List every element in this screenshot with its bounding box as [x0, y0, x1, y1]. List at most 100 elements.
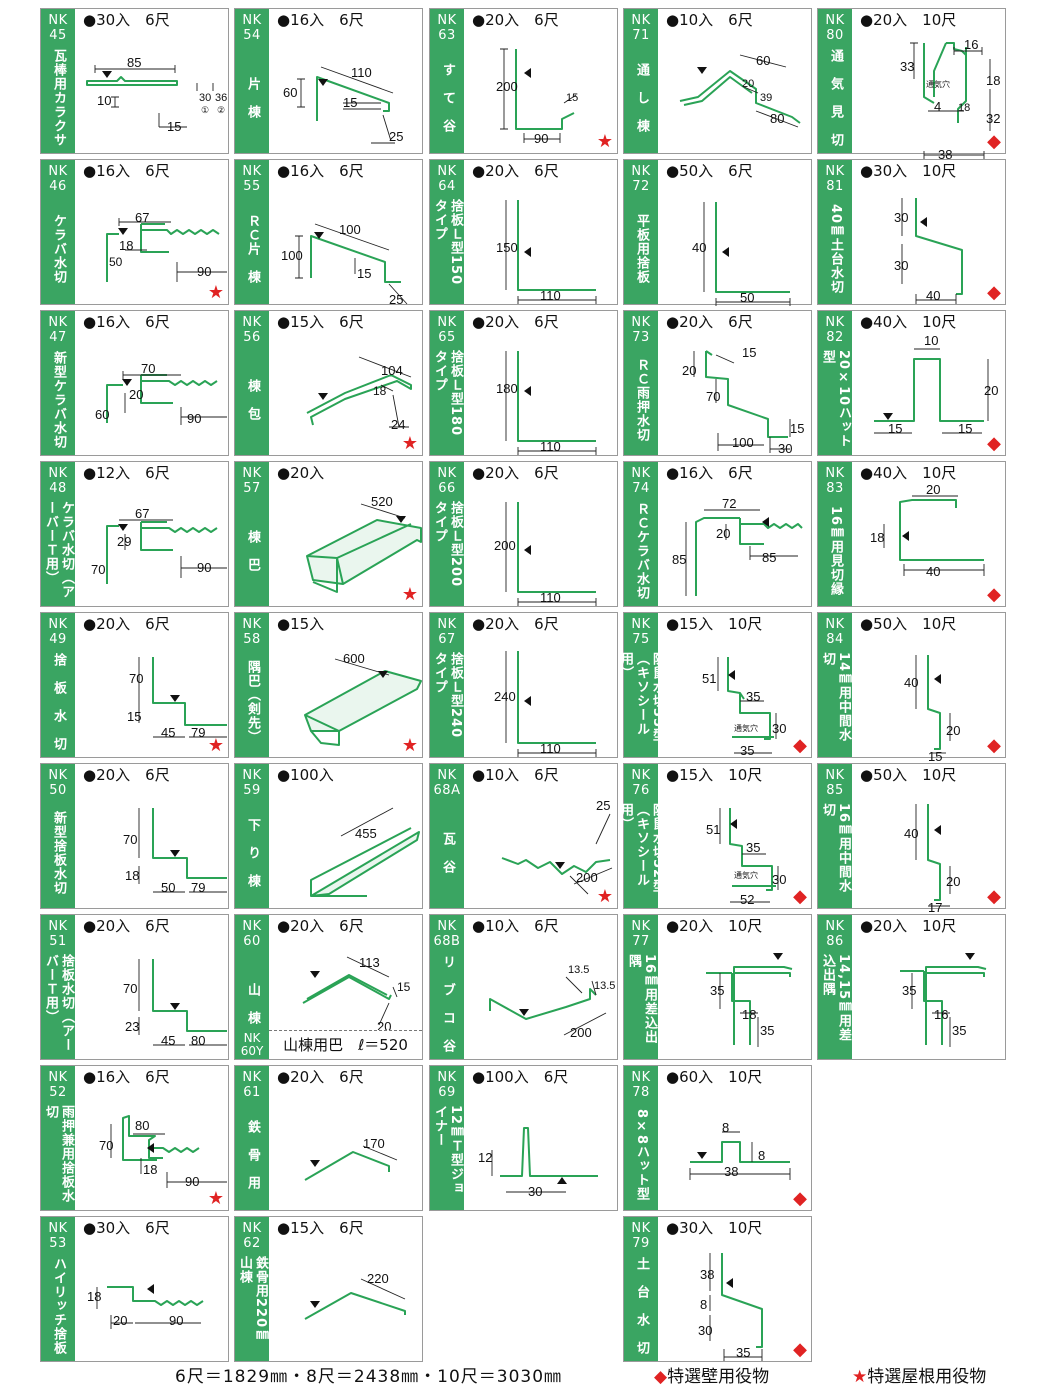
product-code: NK 78: [631, 1070, 651, 1100]
dimension-label: 38: [938, 147, 952, 162]
dimension-label: 20: [742, 78, 754, 90]
dimension-label: 110: [540, 590, 561, 605]
dimension-line: [563, 1012, 607, 1036]
red-diamond-icon: ◆: [793, 886, 807, 907]
dimension-label: 70: [129, 671, 143, 686]
package-spec: ●40入 10尺: [860, 313, 957, 331]
dimension-line: [320, 66, 394, 94]
product-name: 隅巴（剣先）: [245, 660, 260, 744]
dimension-label: 200: [494, 538, 516, 553]
package-spec: ●16入 6尺: [277, 11, 364, 29]
dimension-line: [340, 807, 394, 837]
profile-line: [695, 517, 803, 596]
package-spec: ●20入 6尺: [472, 11, 559, 29]
package-spec: ●20入 6尺: [277, 917, 364, 935]
profile-line: [915, 198, 963, 295]
sub-product-label: 山棟用巴 ℓ＝520: [269, 1030, 422, 1059]
direction-arrow: [762, 517, 769, 527]
dimension-line: [563, 94, 577, 104]
profile-line: [316, 76, 390, 121]
profile-drawing: 170: [304, 1136, 398, 1181]
direction-arrow: [965, 953, 975, 960]
red-diamond-icon: ◆: [987, 433, 1001, 454]
dimension-label: 80: [191, 1033, 205, 1048]
profile-line: [899, 499, 984, 561]
dimension-line: [122, 371, 181, 379]
dimension-label: 20: [716, 526, 730, 541]
direction-arrow: [170, 850, 180, 857]
dimension-label: 60: [756, 53, 770, 68]
profile-line: [489, 988, 597, 1020]
product-name: 下 り 棟: [245, 818, 260, 888]
direction-arrow: [122, 379, 132, 386]
dimension-line: [923, 151, 985, 159]
dimension-label: 104: [381, 363, 403, 378]
product-code: NK 54: [242, 13, 262, 43]
dimension-label: 40: [692, 240, 706, 255]
product-code: NK 68B: [433, 919, 461, 949]
dimension-label: 170: [363, 1136, 385, 1151]
profile-line: [900, 966, 987, 1045]
package-spec: ●10入 6尺: [472, 766, 559, 784]
direction-arrow: [902, 531, 909, 541]
product-code: NK 72: [631, 164, 651, 194]
product-code: NK 84: [825, 617, 845, 647]
dimension-label: 17: [928, 900, 942, 915]
product-name: 14㎜用中間水切: [820, 652, 851, 743]
dimension-label: 35: [746, 689, 760, 704]
dimension-line: [689, 1168, 791, 1180]
product-name: 捨板Ｌ型200タイプ: [432, 501, 463, 588]
profile-line: [517, 651, 596, 744]
dimension-line: [360, 1278, 406, 1300]
dimension-line: [180, 407, 227, 425]
direction-arrow: [773, 953, 783, 960]
package-spec: ●15入 10尺: [666, 615, 763, 633]
profile-line: [517, 502, 596, 593]
dimension-label: 12: [478, 1150, 492, 1165]
product-name: 16㎜用中間水切: [820, 803, 851, 894]
product-code: NK 47: [48, 315, 68, 345]
package-spec: ●16入 6尺: [83, 1068, 170, 1086]
dimension-line: [392, 986, 398, 998]
dimension-line: [749, 546, 798, 560]
dimension-label: 60: [95, 407, 109, 422]
dimension-label: 70: [141, 361, 155, 376]
dimension-label: 52: [740, 892, 754, 907]
profile-line: [106, 521, 218, 584]
dimension-label: 80: [770, 111, 784, 126]
dimension-line: [569, 867, 613, 895]
dimension-label: 通気穴: [734, 723, 758, 733]
dimension-line: [295, 235, 303, 279]
dimension-line: [595, 813, 611, 845]
dimension-label: 18: [870, 530, 884, 545]
dimension-line: [180, 556, 227, 578]
red-diamond-icon: ◆: [793, 1339, 807, 1360]
legend-roof: ★特選屋根用役物: [852, 1362, 986, 1387]
dimension-label: 13.5: [568, 964, 589, 976]
product-name: ＲＣケラバ水切: [634, 502, 649, 600]
direction-arrow: [118, 228, 128, 235]
direction-arrow: [310, 1301, 320, 1308]
profile-line: [515, 49, 575, 130]
dimension-label: 30: [772, 872, 786, 887]
product-code: NK 59: [242, 768, 262, 798]
dimension-label: 600: [343, 651, 365, 666]
product-code: NK 77: [631, 919, 651, 949]
dimension-label: 60: [283, 85, 297, 100]
dimension-label: 15: [343, 95, 357, 110]
